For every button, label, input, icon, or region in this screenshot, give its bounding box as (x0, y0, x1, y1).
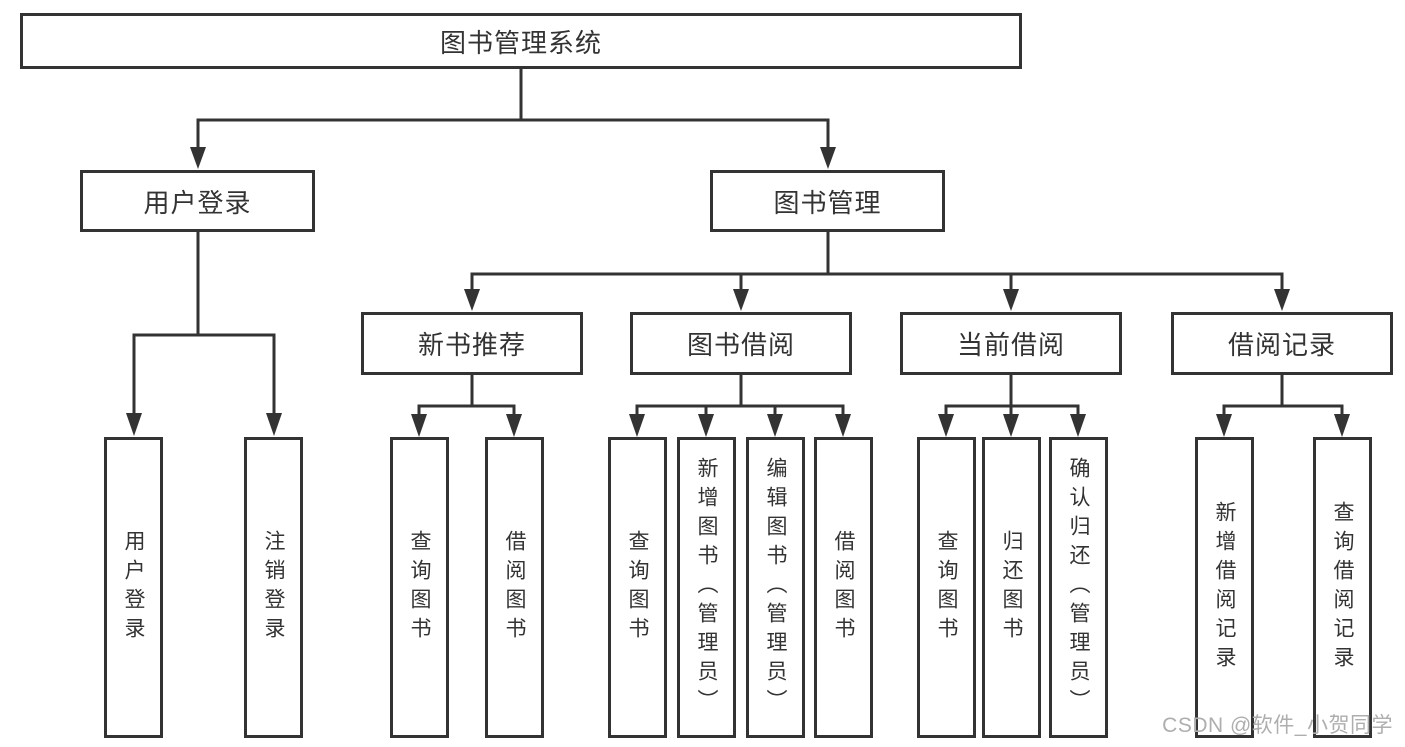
node-library-management-system: 图书管理系统 (20, 13, 1022, 69)
arrow-icon (266, 413, 282, 436)
node-logout-login: 注销登录 (244, 437, 303, 738)
connector-borrowing-records-branch (1222, 373, 1344, 417)
node-edit-books-admin: 编辑图书（管理员） (746, 437, 805, 738)
arrow-icon (1070, 414, 1086, 437)
node-current-borrowing: 当前借阅 (900, 312, 1122, 375)
arrow-icon (767, 414, 783, 437)
node-return-books: 归还图书 (982, 437, 1041, 738)
connector-book-management-branch (470, 230, 1284, 293)
node-borrow-books-borrowing: 借阅图书 (814, 437, 873, 738)
arrow-icon (1003, 289, 1019, 311)
arrow-icon (938, 414, 954, 437)
watermark-text: CSDN @软件_小贺同学 (1162, 714, 1393, 737)
arrow-icon (629, 414, 645, 437)
node-query-borrowing-record: 查询借阅记录 (1313, 437, 1372, 738)
node-borrowing-records: 借阅记录 (1171, 312, 1393, 375)
connector-user-login-branch (132, 230, 276, 417)
arrow-icon (411, 414, 427, 437)
node-new-book-recommendation: 新书推荐 (361, 312, 583, 375)
arrow-icon (1274, 289, 1290, 311)
arrowheads (126, 147, 1350, 437)
arrow-icon (1216, 414, 1232, 437)
node-add-borrowing-record: 新增借阅记录 (1195, 437, 1254, 738)
node-query-books-current: 查询图书 (917, 437, 976, 738)
connector-book-borrowing-branch (635, 373, 845, 417)
arrow-icon (698, 414, 714, 437)
arrow-icon (835, 414, 851, 437)
arrow-icon (733, 289, 749, 311)
arrow-icon (190, 147, 206, 169)
node-book-management-module: 图书管理 (710, 170, 945, 232)
arrow-icon (126, 413, 142, 436)
node-confirm-return-admin: 确认归还（管理员） (1049, 437, 1108, 738)
node-book-borrowing: 图书借阅 (630, 312, 852, 375)
arrow-icon (820, 147, 836, 169)
node-query-books-borrowing: 查询图书 (608, 437, 667, 738)
node-user-login-module: 用户登录 (80, 170, 315, 232)
connector-current-borrowing-branch (944, 373, 1080, 417)
node-add-books-admin: 新增图书（管理员） (677, 437, 736, 738)
node-user-login: 用户登录 (104, 437, 163, 738)
node-query-books-recommendation: 查询图书 (390, 437, 449, 738)
node-borrow-books-recommendation: 借阅图书 (485, 437, 544, 738)
arrow-icon (506, 414, 522, 437)
arrow-icon (1334, 414, 1350, 437)
connector-root (196, 67, 830, 151)
connector-new-book-branch (417, 373, 516, 417)
connector-paths (132, 67, 1344, 417)
arrow-icon (1003, 414, 1019, 437)
arrow-icon (464, 289, 480, 311)
